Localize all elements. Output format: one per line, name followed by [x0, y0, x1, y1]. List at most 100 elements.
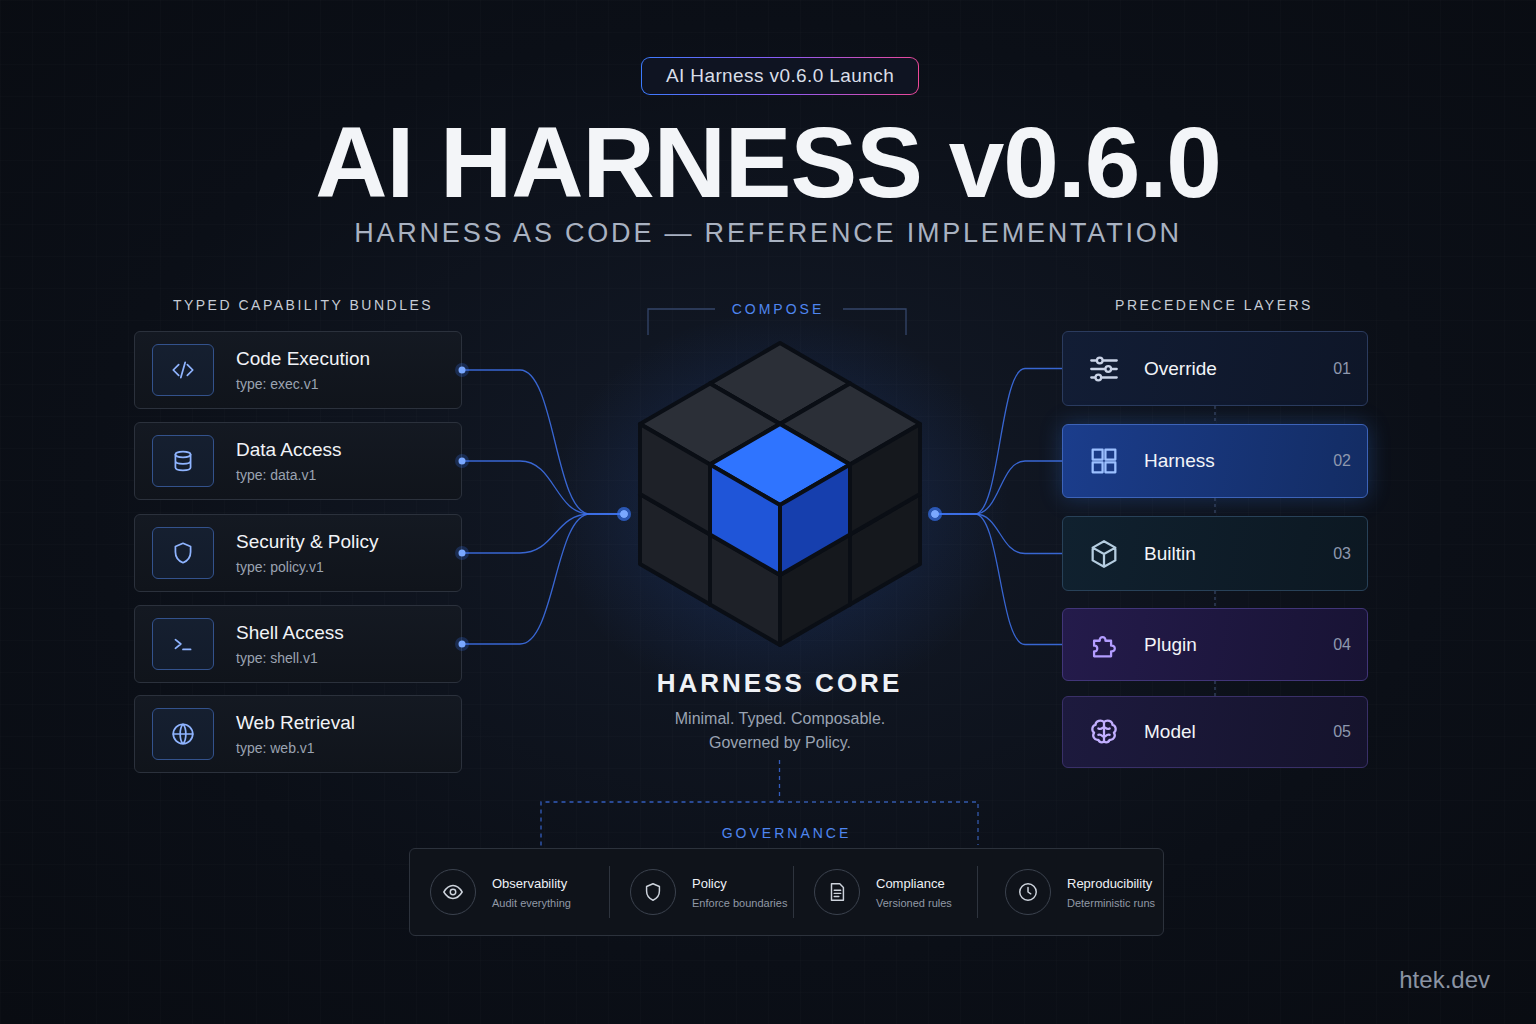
connector	[462, 514, 624, 644]
connector-dot	[621, 511, 628, 518]
precedence-layer: Plugin04	[1062, 608, 1368, 681]
icon-part	[832, 884, 844, 901]
capability-type: type: shell.v1	[236, 650, 461, 666]
connector-dot-glow	[928, 507, 942, 521]
layer-name: Plugin	[1144, 634, 1333, 656]
icon-code	[170, 357, 196, 383]
governance-panel: GOVERNANCEObservabilityAudit everythingP…	[409, 848, 1164, 936]
icon-doc	[826, 881, 848, 903]
precedence-layer: Builtin03	[1062, 516, 1368, 591]
icon-part	[173, 724, 193, 744]
icon-eye	[442, 881, 464, 903]
connector-dot-glow	[617, 507, 631, 521]
icon-part	[1093, 541, 1116, 567]
icon-part	[175, 640, 190, 650]
icon-part	[1092, 721, 1115, 743]
governance-item: ObservabilityAudit everything	[428, 866, 610, 918]
layer-number: 01	[1333, 360, 1351, 378]
launch-badge: AI Harness v0.6.0 Launch	[641, 57, 919, 95]
layer-name: Model	[1144, 721, 1333, 743]
connector-dot	[621, 511, 628, 518]
core-cube-face	[710, 465, 780, 576]
capability-box: Data Accesstype: data.v1	[134, 422, 462, 500]
capability-type: type: exec.v1	[236, 376, 461, 392]
icon-part	[1091, 360, 1117, 377]
capability-box: Shell Access type: shell.v1	[134, 605, 462, 683]
capability-type: type: policy.v1	[236, 559, 461, 575]
icon-part	[1093, 450, 1103, 460]
connector-dot-glow	[928, 507, 942, 521]
governance-desc: Audit everything	[492, 897, 609, 909]
icon-sliders	[1087, 352, 1121, 386]
connector-dot-glow	[455, 363, 469, 377]
icon-circle	[430, 869, 476, 915]
connector-dot	[932, 511, 939, 518]
governance-title: Policy	[692, 876, 793, 891]
connector-dot	[932, 511, 939, 518]
capability-title: Shell Access	[236, 622, 461, 644]
connector	[935, 514, 1062, 554]
connector-dot-glow	[928, 507, 942, 521]
icon-circle	[1005, 869, 1051, 915]
connector-dot	[932, 511, 939, 518]
capability-title: Security & Policy	[236, 531, 461, 553]
connector-dot	[459, 458, 466, 465]
governance-desc: Deterministic runs	[1067, 897, 1159, 909]
connector-dot-glow	[617, 507, 631, 521]
connector-dot-glow	[455, 454, 469, 468]
layer-number: 02	[1333, 452, 1351, 470]
connector-dot-glow	[455, 637, 469, 651]
icon-part	[1093, 462, 1103, 472]
icon-box	[152, 618, 214, 670]
connector-dot-glow	[617, 507, 631, 521]
badge-text: AI Harness v0.6.0 Launch	[666, 65, 894, 87]
icon-term	[170, 631, 196, 657]
connector	[1214, 406, 1215, 424]
governance-item: ReproducibilityDeterministic runs	[1003, 866, 1159, 918]
icon-part	[173, 724, 193, 744]
core-hub: HARNESS COREMinimal. Typed. Composable. …	[624, 340, 935, 760]
governance-desc: Versioned rules	[876, 897, 977, 909]
icon-circle	[630, 869, 676, 915]
icon-globe	[170, 721, 196, 747]
page-title: AI HARNESS v0.6.0	[0, 112, 1536, 212]
icon-part	[1097, 357, 1103, 363]
section-label: PRECEDENCE LAYERS	[1064, 298, 1364, 312]
layer-number: 05	[1333, 723, 1351, 741]
connector-dot	[459, 367, 466, 374]
governance-item: PolicyEnforce boundaries	[628, 866, 794, 918]
layer-name: Override	[1144, 358, 1333, 380]
core-title: HARNESS CORE	[624, 668, 935, 699]
layer-name: Builtin	[1144, 543, 1333, 565]
connector	[462, 514, 624, 553]
icon-box	[152, 708, 214, 760]
icon-part	[1094, 637, 1115, 656]
icon-clock	[1017, 881, 1039, 903]
capability-box: Web Retrievaltype: web.v1	[134, 695, 462, 773]
connector	[1214, 591, 1215, 608]
icon-grid	[1087, 444, 1121, 478]
icon-part	[175, 455, 190, 471]
icon-part	[1105, 450, 1115, 460]
connector	[935, 461, 1062, 514]
cube-glow	[550, 310, 1010, 710]
icon-box	[152, 435, 214, 487]
icon-part	[450, 889, 456, 895]
cube-face	[640, 424, 710, 535]
core-cube-face	[780, 465, 850, 576]
icon-cube	[1087, 537, 1121, 571]
governance-title: Observability	[492, 876, 609, 891]
icon-shield	[170, 540, 196, 566]
cube-illustration	[640, 343, 920, 645]
connector-dot	[459, 550, 466, 557]
icon-brain	[1087, 715, 1121, 749]
precedence-layer: Model05	[1062, 696, 1368, 768]
capability-box: Code Executiontype: exec.v1	[134, 331, 462, 409]
connector	[1214, 681, 1215, 696]
subtitle: HARNESS AS CODE — REFERENCE IMPLEMENTATI…	[0, 220, 1536, 247]
icon-box	[152, 527, 214, 579]
capability-type: type: data.v1	[236, 467, 461, 483]
icon-part	[444, 886, 462, 899]
capability-box: Security & Policy type: policy.v1	[134, 514, 462, 592]
